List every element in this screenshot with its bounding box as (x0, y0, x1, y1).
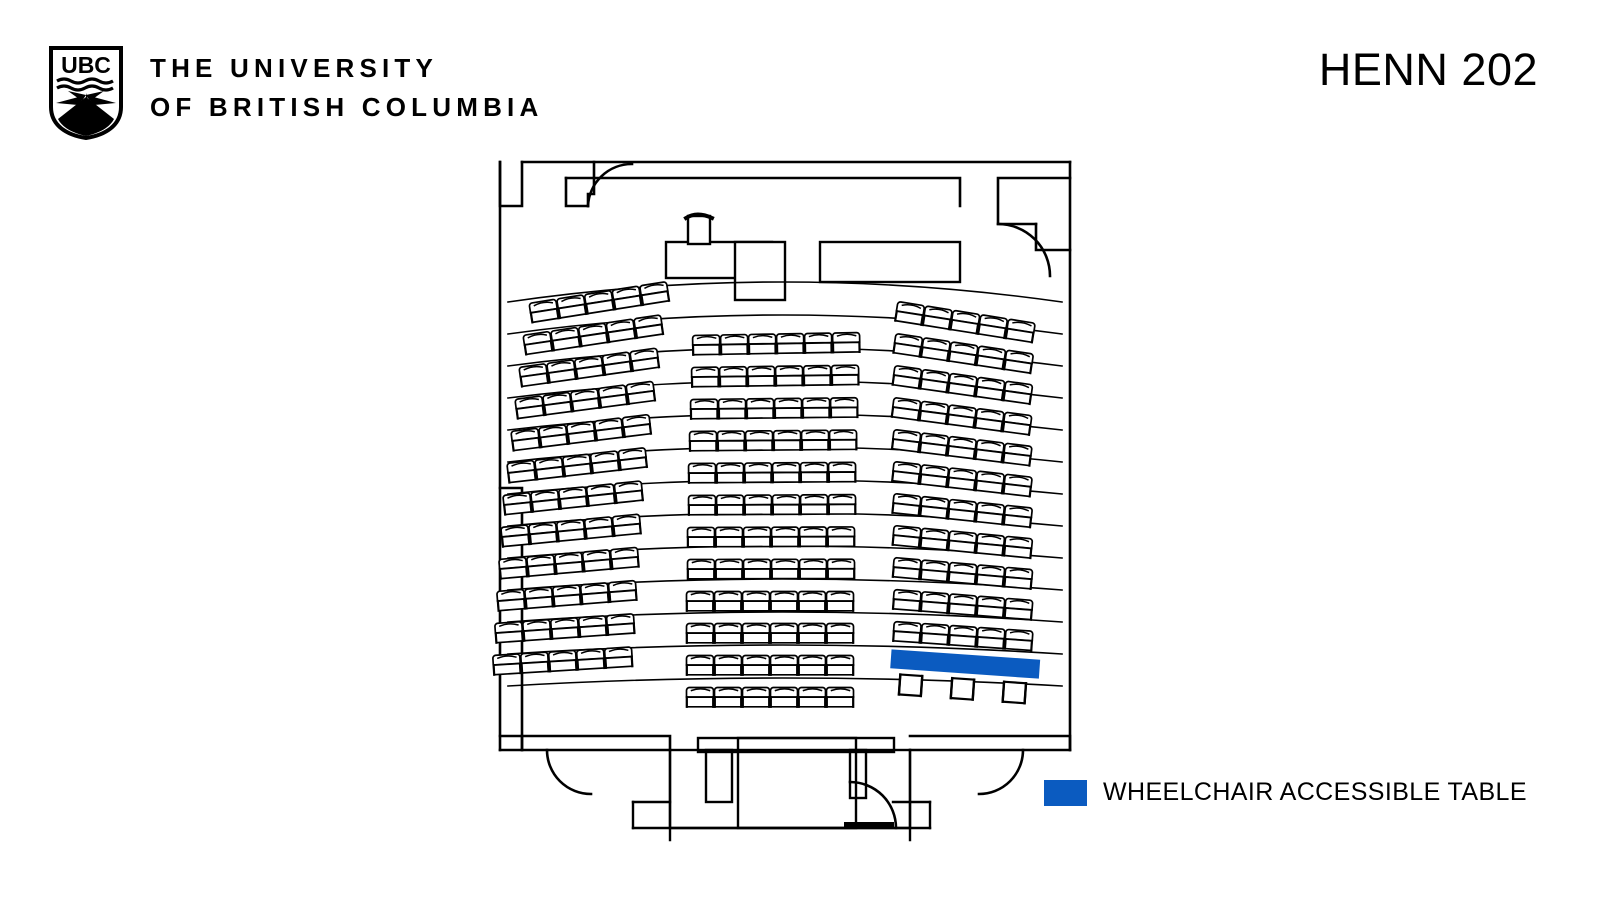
rear-vestibule (631, 736, 932, 842)
center-seating-section (685, 331, 861, 708)
ubc-crest-logo: UBC (49, 46, 123, 141)
door-rear-right-swing (977, 748, 1025, 796)
legend: WHEELCHAIR ACCESSIBLE TABLE (1044, 778, 1527, 807)
instructor-table-right (818, 240, 962, 284)
wheelchair-accessible-table-swatch-icon (1044, 779, 1087, 806)
door-front-right-swing (996, 222, 1052, 278)
door-front-left-swing (586, 162, 634, 208)
room-walls (498, 160, 1072, 752)
wheelchair-accessible-table (890, 649, 1041, 679)
room-title: HENN 202 (1318, 44, 1538, 95)
door-swings (545, 162, 1052, 830)
legend-label: WHEELCHAIR ACCESSIBLE TABLE (1103, 778, 1527, 806)
ubc-crest-letters: UBC (61, 52, 111, 78)
instructor-table-left (733, 240, 787, 302)
lectern-stool-top (683, 212, 715, 221)
left-seating-section (491, 280, 671, 676)
page-header: UBC THE UNIVERSITY OF BRITISH COLUMBIA H… (0, 0, 1600, 150)
right-seating-section (890, 300, 1041, 705)
ubc-wordmark-line-2: OF BRITISH COLUMBIA (150, 92, 544, 122)
door-vestibule-swing (848, 780, 898, 830)
floorplan-drawing (491, 160, 1072, 842)
ubc-wordmark-line-1: THE UNIVERSITY (150, 53, 439, 83)
floorplan-container (470, 150, 1090, 850)
ubc-brand-lockup: UBC THE UNIVERSITY OF BRITISH COLUMBIA (48, 45, 543, 141)
front-fixtures (664, 212, 962, 302)
lectern-stool (686, 214, 712, 246)
door-rear-left-swing (545, 748, 593, 796)
ubc-wordmark: THE UNIVERSITY OF BRITISH COLUMBIA (150, 55, 543, 120)
